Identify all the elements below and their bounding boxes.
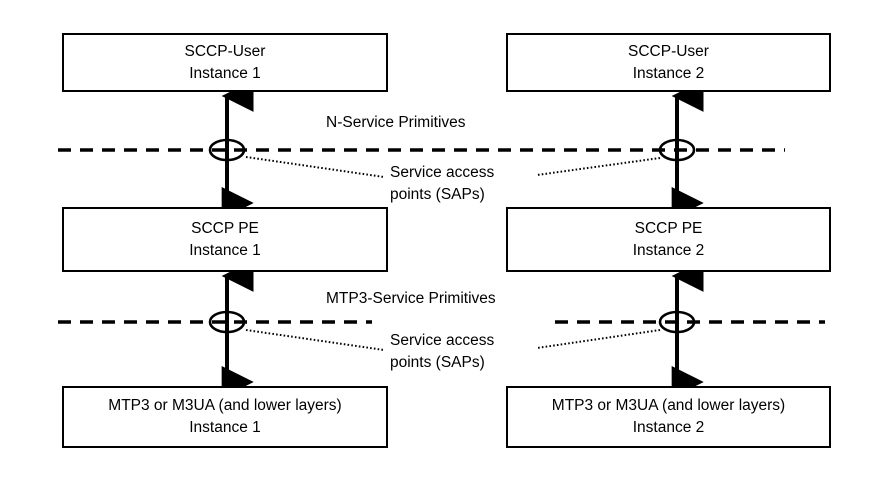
leader-lower-left-line xyxy=(245,329,385,351)
box-sccp-user-1-instance: Instance 1 xyxy=(189,64,261,82)
box-sccp-user-2-title: SCCP-User xyxy=(628,42,709,60)
box-mtp3-1-instance: Instance 1 xyxy=(189,419,261,436)
box-sccp-user-2: SCCP-User Instance 2 xyxy=(506,33,831,92)
label-sap-upper-line1: Service access xyxy=(390,164,495,181)
box-sccp-user-1: SCCP-User Instance 1 xyxy=(62,33,388,92)
label-sap-lower-line2: points (SAPs) xyxy=(390,354,485,371)
box-mtp3-2-instance: Instance 2 xyxy=(632,419,705,436)
box-sccp-pe-2-title: SCCP PE xyxy=(634,219,703,237)
leader-upper-right-line xyxy=(536,157,661,176)
box-sccp-pe-2-instance: Instance 2 xyxy=(632,241,705,259)
leader-line-group xyxy=(245,156,661,351)
box-sccp-pe-2: SCCP PE Instance 2 xyxy=(506,207,831,272)
sap-marker-group xyxy=(208,138,696,334)
box-mtp3-2-title: MTP3 or M3UA (and lower layers) xyxy=(551,397,786,414)
sap-upper-left-icon xyxy=(208,138,246,162)
box-mtp3-1: MTP3 or M3UA (and lower layers) Instance… xyxy=(62,386,388,448)
box-sccp-user-2-instance: Instance 2 xyxy=(632,64,705,82)
box-sccp-user-1-title: SCCP-User xyxy=(184,42,266,60)
box-sccp-pe-1: SCCP PE Instance 1 xyxy=(62,207,388,272)
label-mtp3-service-primitives: MTP3-Service Primitives xyxy=(326,290,496,307)
leader-lower-right-line xyxy=(536,329,661,349)
boundary-line-group xyxy=(58,148,825,324)
box-mtp3-1-title: MTP3 or M3UA (and lower layers) xyxy=(108,397,342,414)
sap-lower-left-icon xyxy=(208,310,246,334)
label-sap-lower-line1: Service access xyxy=(390,332,495,349)
label-sap-upper: Service access points (SAPs) xyxy=(390,162,494,206)
sap-lower-right-icon xyxy=(658,310,696,334)
arrow-group xyxy=(221,80,704,398)
box-sccp-pe-1-instance: Instance 1 xyxy=(189,241,261,259)
label-n-service-primitives: N-Service Primitives xyxy=(326,114,466,131)
label-sap-upper-line2: points (SAPs) xyxy=(390,186,485,203)
label-sap-lower: Service access points (SAPs) xyxy=(390,330,494,374)
sap-upper-right-icon xyxy=(658,138,696,162)
leader-upper-left-line xyxy=(245,156,385,178)
box-sccp-pe-1-title: SCCP PE xyxy=(191,219,259,237)
box-mtp3-2: MTP3 or M3UA (and lower layers) Instance… xyxy=(506,386,831,448)
